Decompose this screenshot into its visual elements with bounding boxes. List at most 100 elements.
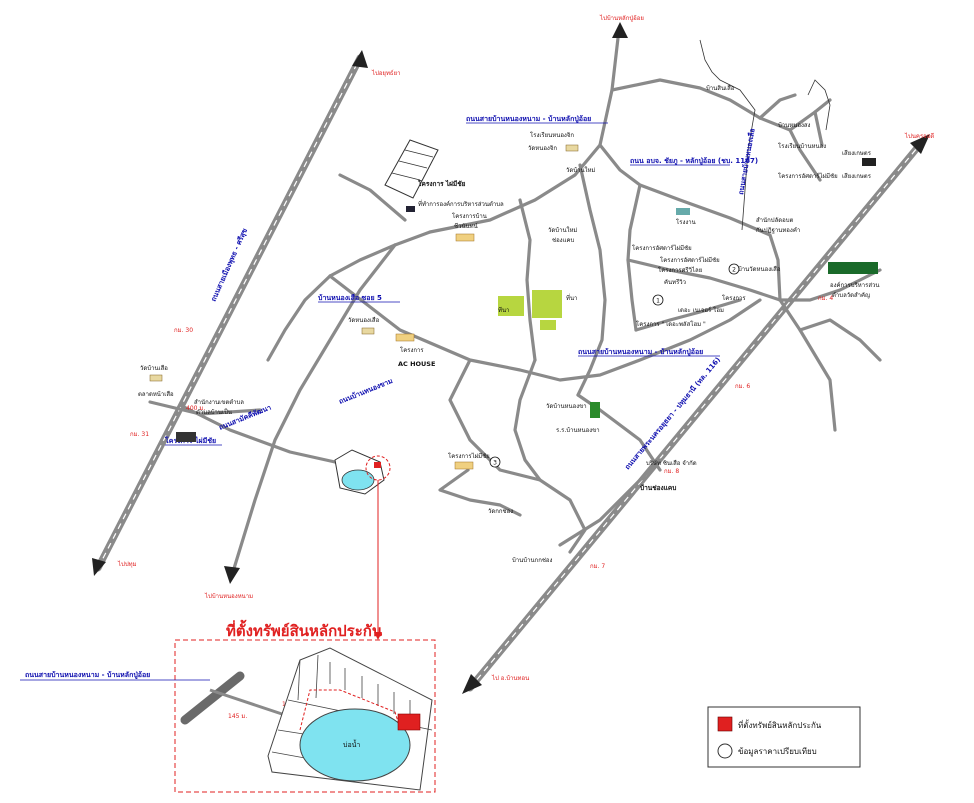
label-police-office-sub: ตำบลบ้านเป็น xyxy=(196,407,232,416)
label-field2: ทีนา xyxy=(498,306,509,314)
inset-distance: 145 ม. xyxy=(228,713,247,720)
label-project-villa: โครงการ " เดอะพลัสโฮม " xyxy=(636,320,706,328)
factory-icon xyxy=(176,432,196,442)
house-icon xyxy=(395,333,415,342)
label-project-home: โครงการบ้าน xyxy=(452,212,487,220)
marker-label: 3 xyxy=(493,460,497,467)
arrow-northeast-icon xyxy=(910,134,930,154)
house-icon xyxy=(454,461,474,470)
marker-label: 1 xyxy=(656,298,660,305)
label-school-nongkha: ร.ร.บ้านหนองขา xyxy=(556,427,600,434)
label-market: ตลาดหน้าเสือ xyxy=(138,390,174,398)
label-office-east: สำนักปลัดอบต xyxy=(756,217,794,224)
house-icon xyxy=(455,233,475,242)
label-project-mid1: โครงการอัศดาร์ไผ่มีชัย xyxy=(632,244,692,252)
label-temple-kok: วัดกกช่อง xyxy=(488,508,513,515)
label-factory: โรงงาน xyxy=(676,218,696,226)
label-project-top-right: โครงการอัศดาร์ไผ่มีชัย xyxy=(778,172,838,180)
legend-comparable-swatch xyxy=(717,743,733,759)
left-highway xyxy=(92,50,368,576)
label-temple-nongjik: วัดหนองจิก xyxy=(528,145,557,152)
comparable-markers: 2 1 3 xyxy=(489,263,740,468)
collateral-marker xyxy=(397,713,421,731)
road-label-nongnam-mid: ถนนสายบ้านหนองหนาม - บ้านหลักปู่อ้อย xyxy=(578,347,703,357)
label-project-terrace: เดอะ เนเจอร์ โฮม xyxy=(678,306,724,314)
label-tower-top-right: เสียงเกษตร xyxy=(842,149,872,157)
label-field: ที่นา xyxy=(566,294,577,302)
label-gov-office: โครงการ ไผ่มีชัย xyxy=(417,179,466,188)
road-label-left-small: ถนนสามัคคีพัฒนา xyxy=(218,404,273,432)
label-sub-district-office: องค์การบริหารส่วน xyxy=(830,281,879,289)
label-project-home-sub: ชีวนันทน์ xyxy=(454,222,478,230)
road-label-bypass: ถนน อบจ. ชัยภู - หลักปู่อ้อย (ชบ. 1167) xyxy=(630,156,758,166)
label-temple-bannai2-sub: ช่องแคบ xyxy=(552,237,574,244)
arrow-north-icon xyxy=(612,22,628,38)
direction-bottom-left: ไปปทุม xyxy=(117,560,137,568)
label-temple-bannai: วัดบ้านใหม่ xyxy=(566,166,595,174)
inset-pond: บ่อน้ำ xyxy=(343,738,360,749)
marker-label: 2 xyxy=(732,267,736,274)
canal xyxy=(699,39,756,231)
label-project-mid2: โครงการศรีวิไลย xyxy=(658,266,702,274)
label-project-mid4: โครงการ xyxy=(722,294,746,302)
direction-top-center: ไปบ้านหลักปู่อ้อย xyxy=(599,14,644,22)
label-office-east-sub: กันปฏิฐานทองคำ xyxy=(756,227,800,234)
label-temple-bannai2: วัดบ้านใหม่ xyxy=(548,226,577,234)
label-project-mid2-sub: คันทรีวิว xyxy=(664,278,686,286)
tower-icon xyxy=(862,158,876,166)
office-building-icon xyxy=(828,262,878,274)
arrow-south-icon xyxy=(224,566,240,584)
legend-collateral-label: ที่ตั้งทรัพย์สินหลักประกัน xyxy=(738,719,822,730)
direction-bottom-center: ไปบ้านหนองหนาม xyxy=(204,592,253,600)
road-label-main-highway: ถนนสายพระนครอยุธยา - ปทุมธานี (ทล. 116) xyxy=(623,356,722,471)
label-tower-top-right2: เสียงเกษตร xyxy=(842,172,872,180)
label-ac-house-project: โครงการ xyxy=(400,346,424,354)
km-post-b: กม. 31 xyxy=(130,431,149,438)
km-post-c: กม. 4 xyxy=(818,295,833,302)
factory-icon xyxy=(676,208,690,215)
arrow-north-icon xyxy=(352,50,368,68)
road-label-canal: ถนนบ้านหนองขาม xyxy=(337,376,394,406)
temple-icon xyxy=(565,144,579,152)
label-sub-district-office-sub: ตำบลวัดสำคัญ xyxy=(832,292,870,299)
inset-panel: ที่ตั้งทรัพย์สินหลักประกัน ถนนสายบ้านหนอ… xyxy=(20,619,436,793)
label-village-nongsua-east: บ้านวัดหนองเสือ xyxy=(738,265,781,273)
label-village-kok: บ้านบ้านกกช่อง xyxy=(512,557,553,564)
inset-road-label: ถนนสายบ้านหนองหนาม - บ้านหลักปู่อ้อย xyxy=(25,670,150,680)
road-labels: ถนนสายบ้านหนองหนาม - บ้านหลักปู่อ้อย ถนน… xyxy=(164,114,758,471)
direction-bottom-right: ไป อ.บ้านทอน xyxy=(491,674,529,682)
legend: ที่ตั้งทรัพย์สินหลักประกัน ข้อมูลราคาเปร… xyxy=(707,706,861,768)
label-village-top-right: บ้านสินเสือ xyxy=(706,84,735,92)
temple-icon xyxy=(361,327,375,335)
km-post-f: กม. 8 xyxy=(664,468,679,475)
direction-top-right: ไปนครจอดี xyxy=(904,132,934,140)
local-roads xyxy=(148,36,882,584)
places: โครงการ ไผ่มีชัย ที่ทำการองค์การบริหารส่… xyxy=(130,84,879,570)
building-icon xyxy=(406,206,415,212)
collateral-site-map xyxy=(334,449,391,640)
label-ac-house: AC HOUSE xyxy=(398,360,435,368)
km-post-e: กม. 7 xyxy=(590,563,605,570)
label-project-paimee: โครงการไผ่มีชัย xyxy=(448,452,490,460)
label-gov-office-sub: ที่ทำการองค์การบริหารส่วนตำบล xyxy=(418,200,504,208)
canal-right xyxy=(807,79,831,131)
label-temple-left: วัดบ้านเสือ xyxy=(140,364,168,372)
direction-top-left: ไปอยุทธ์ยา xyxy=(371,69,400,77)
label-school-nongjik: โรงเรียนหนองจิก xyxy=(530,131,574,139)
legend-comparable-label: ข้อมูลราคาเปรียบเทียบ xyxy=(738,747,817,757)
rice-field xyxy=(498,290,562,330)
road-label-nongnam: ถนนสายบ้านหนองหนาม - บ้านหลักปู่อ้อย xyxy=(466,114,591,124)
label-distance-left: 400 ม. xyxy=(186,405,205,412)
label-village-chong: บ้านช่องแคบ xyxy=(640,483,676,492)
inset-title: ที่ตั้งทรัพย์สินหลักประกัน xyxy=(226,619,383,640)
main-highway xyxy=(462,134,930,694)
km-post-a: กม. 30 xyxy=(174,327,193,334)
label-temple-nongsua: วัดหนองเสือ xyxy=(348,316,380,324)
km-post-d: กม. 6 xyxy=(735,383,750,390)
arrow-southwest-icon xyxy=(462,674,482,694)
school-icon xyxy=(590,402,600,418)
label-temple-nongkha: วัดบ้านหนองขา xyxy=(546,403,587,410)
label-village-north: บ้านหนองสง xyxy=(778,122,811,129)
arrow-south-icon xyxy=(92,558,106,576)
